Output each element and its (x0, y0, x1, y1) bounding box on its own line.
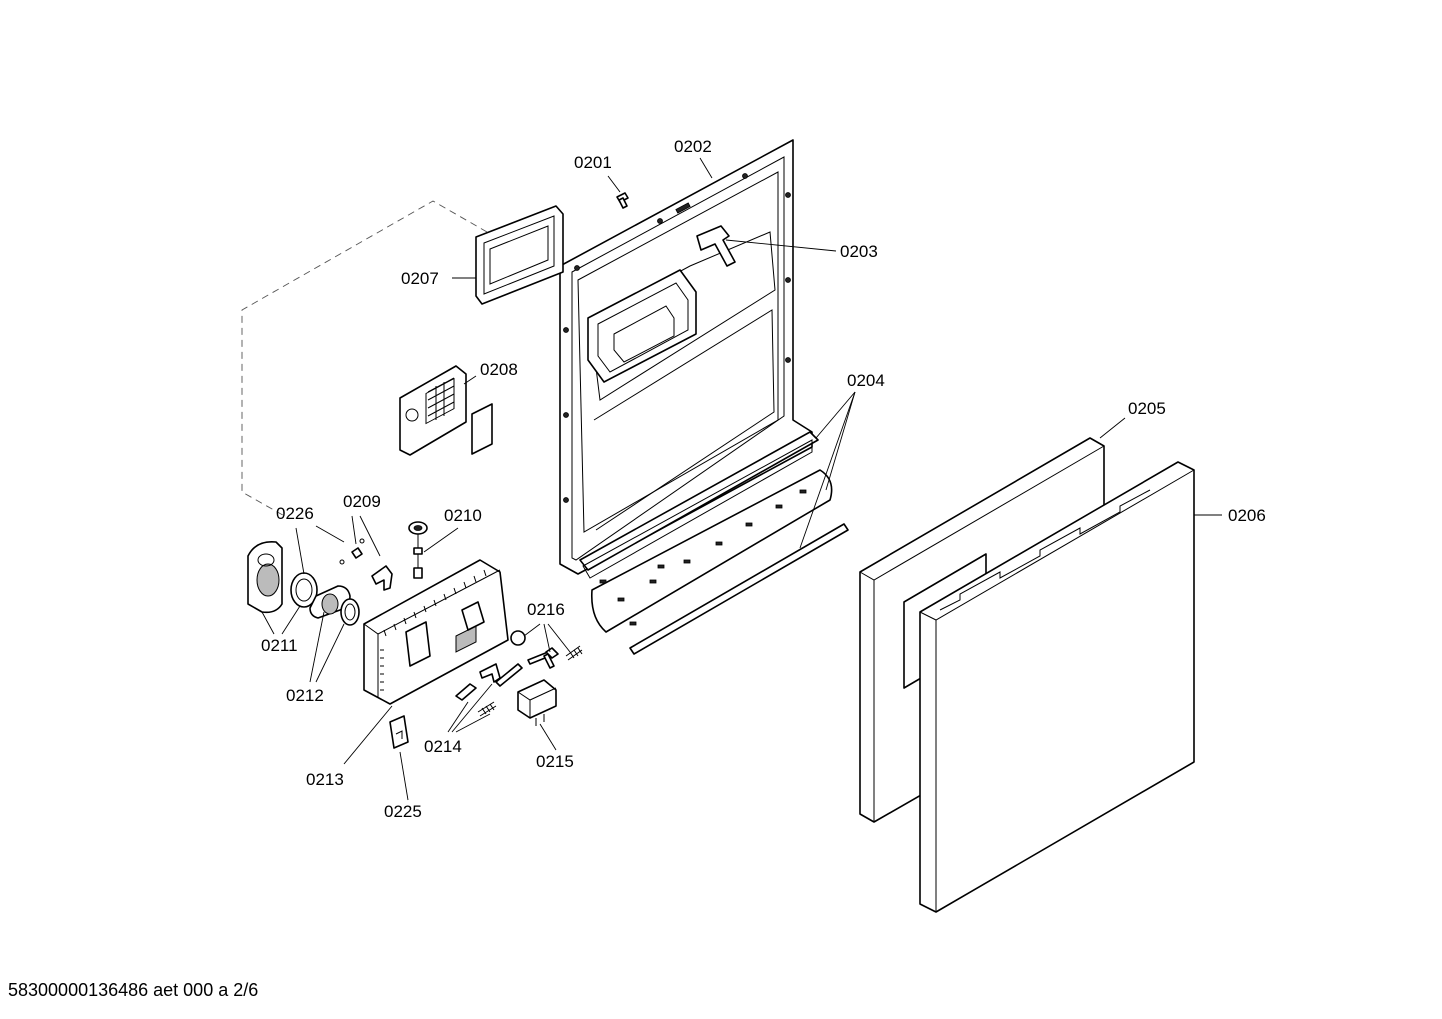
label-0210: 0210 (444, 506, 482, 525)
label-0201: 0201 (574, 153, 612, 172)
label-0208: 0208 (480, 360, 518, 379)
label-0226: 0226 (276, 504, 314, 523)
label-0206: 0206 (1228, 506, 1266, 525)
label-0225: 0225 (384, 802, 422, 821)
label-0213: 0213 (306, 770, 344, 789)
label-0202: 0202 (674, 137, 712, 156)
part-0204-rails[interactable] (579, 431, 849, 655)
leader-lines (261, 157, 1222, 801)
part-0212-shaft[interactable] (309, 585, 360, 626)
assembly-guide-line (241, 200, 488, 519)
part-0206-front-panel[interactable] (919, 461, 1195, 913)
part-0209-lever[interactable] (339, 538, 393, 591)
label-0212: 0212 (286, 686, 324, 705)
label-0203: 0203 (840, 242, 878, 261)
part-0225-plate[interactable] (389, 715, 409, 749)
label-0209: 0209 (343, 492, 381, 511)
label-0207: 0207 (401, 269, 439, 288)
part-0208-dispenser[interactable] (399, 365, 493, 456)
part-0210-pin[interactable] (408, 521, 428, 579)
part-0203-clip[interactable] (696, 225, 736, 267)
part-0216-latch-parts[interactable] (510, 630, 583, 669)
label-0215: 0215 (536, 752, 574, 771)
part-0214-levers[interactable] (455, 663, 523, 717)
door-detergent-opening (587, 269, 697, 383)
label-0211: 0211 (261, 636, 298, 655)
part-0213-control-module[interactable] (363, 559, 509, 705)
part-0201-screw[interactable] (616, 192, 629, 209)
label-0216: 0216 (527, 600, 565, 619)
part-0215-switch[interactable] (517, 679, 557, 726)
label-0205: 0205 (1128, 399, 1166, 418)
label-0214: 0214 (424, 737, 462, 756)
part-0226-knob-housing[interactable] (247, 540, 283, 614)
drawing-reference: 58300000136486 aet 000 a 2/6 (8, 980, 259, 1000)
label-0204: 0204 (847, 371, 885, 390)
part-0207-frame[interactable] (475, 205, 564, 305)
